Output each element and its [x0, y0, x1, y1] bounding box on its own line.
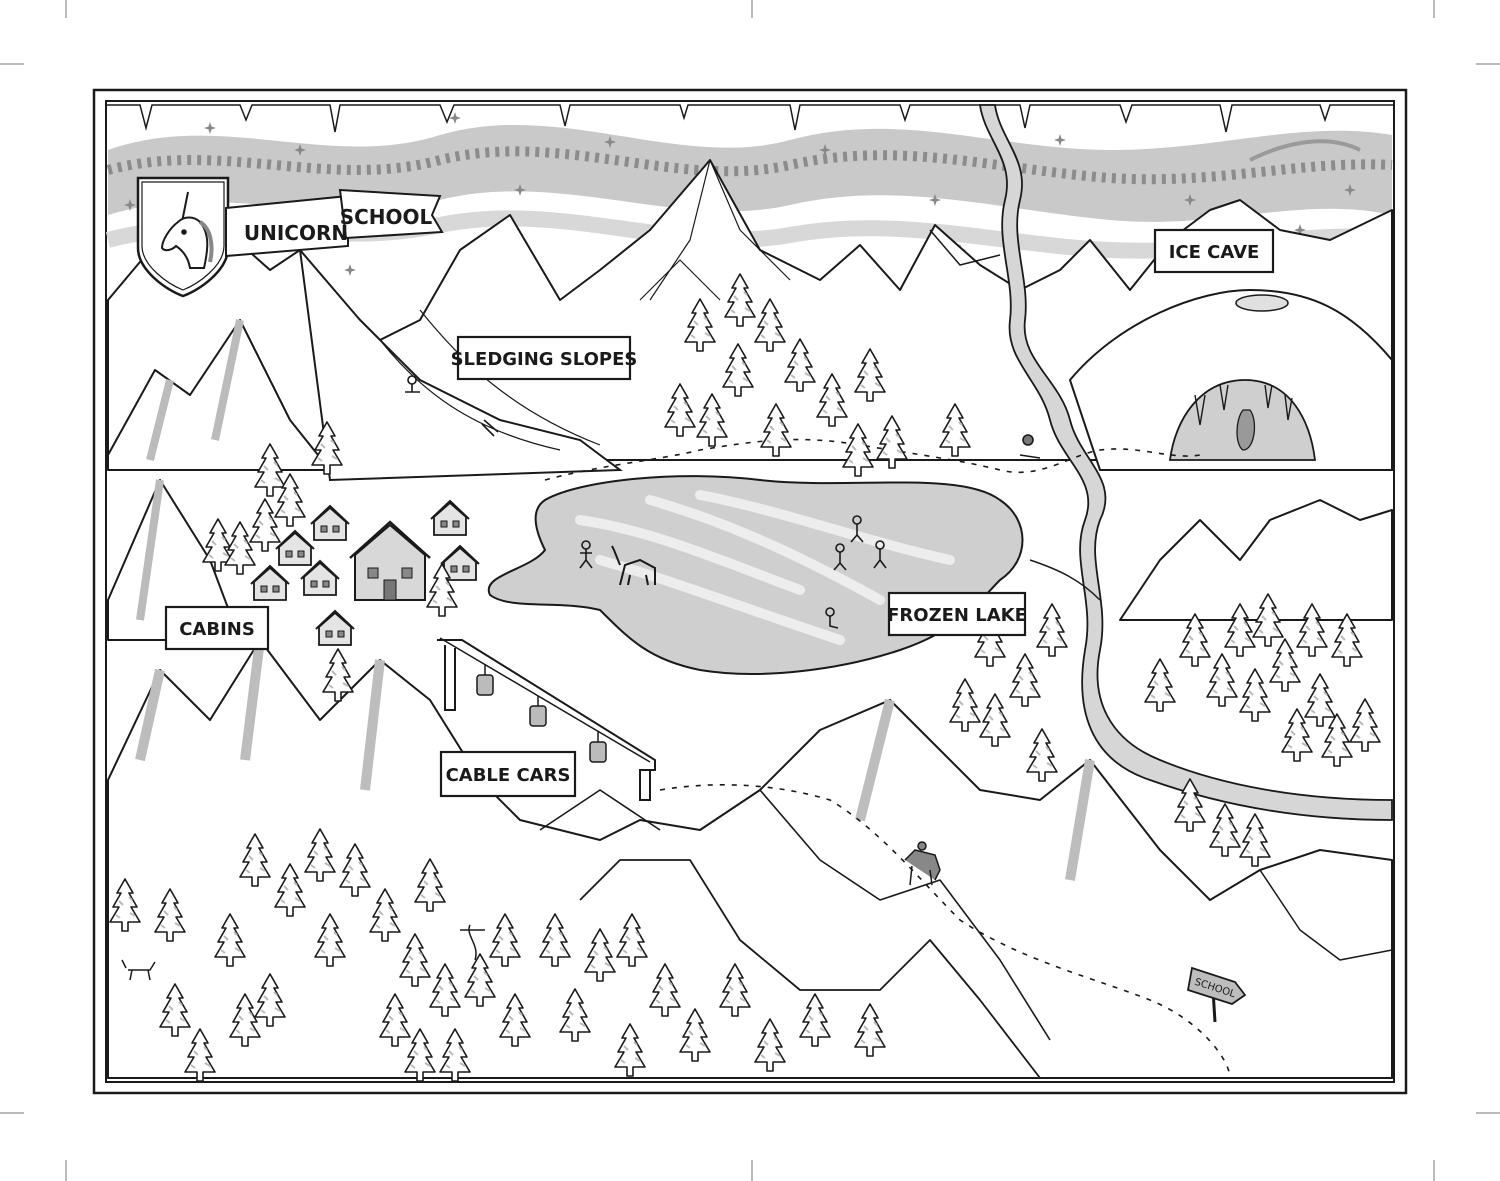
- skater-figures-icon: [579, 515, 887, 629]
- cabins-village: [250, 500, 480, 646]
- school-signpost: SCHOOL: [1186, 966, 1247, 1023]
- title-unicorn: UNICORN: [244, 221, 348, 245]
- label-cabins-text: CABINS: [179, 619, 255, 640]
- unicorn-head-icon: [160, 191, 214, 269]
- river: [978, 104, 1393, 821]
- label-cable-cars: CABLE CARS: [439, 750, 577, 798]
- label-sledging-slopes: SLEDGING SLOPES: [451, 335, 638, 381]
- label-sledging-slopes-text: SLEDGING SLOPES: [451, 349, 638, 370]
- lower-mountains: [107, 499, 1393, 1079]
- cable-car-icon: [529, 696, 547, 727]
- ice-cave-hill: [1068, 288, 1393, 471]
- snow-sprite-tree-icon: [460, 924, 485, 961]
- rider-on-unicorn-icon: [904, 841, 941, 886]
- cable-car-line: [437, 637, 656, 801]
- sledgers-icon: [405, 375, 1041, 459]
- cable-car-icon: [589, 732, 607, 763]
- label-frozen-lake: FROZEN LAKE: [887, 591, 1027, 637]
- label-frozen-lake-text: FROZEN LAKE: [887, 605, 1027, 626]
- title-school: SCHOOL: [340, 205, 433, 229]
- sledging-hill: [298, 246, 623, 482]
- unicorn-crest: [136, 176, 444, 298]
- label-cabins: CABINS: [164, 605, 270, 651]
- trail-paths: [544, 438, 1231, 1079]
- left-mountains: [107, 319, 331, 641]
- unicorn-on-ice-icon: [611, 545, 656, 586]
- label-ice-cave: ICE CAVE: [1153, 228, 1275, 274]
- label-cable-cars-text: CABLE CARS: [446, 765, 571, 786]
- cable-car-icon: [476, 665, 494, 696]
- lodge-icon: [349, 520, 431, 601]
- label-ice-cave-text: ICE CAVE: [1169, 242, 1260, 263]
- fox-icon: [121, 959, 156, 981]
